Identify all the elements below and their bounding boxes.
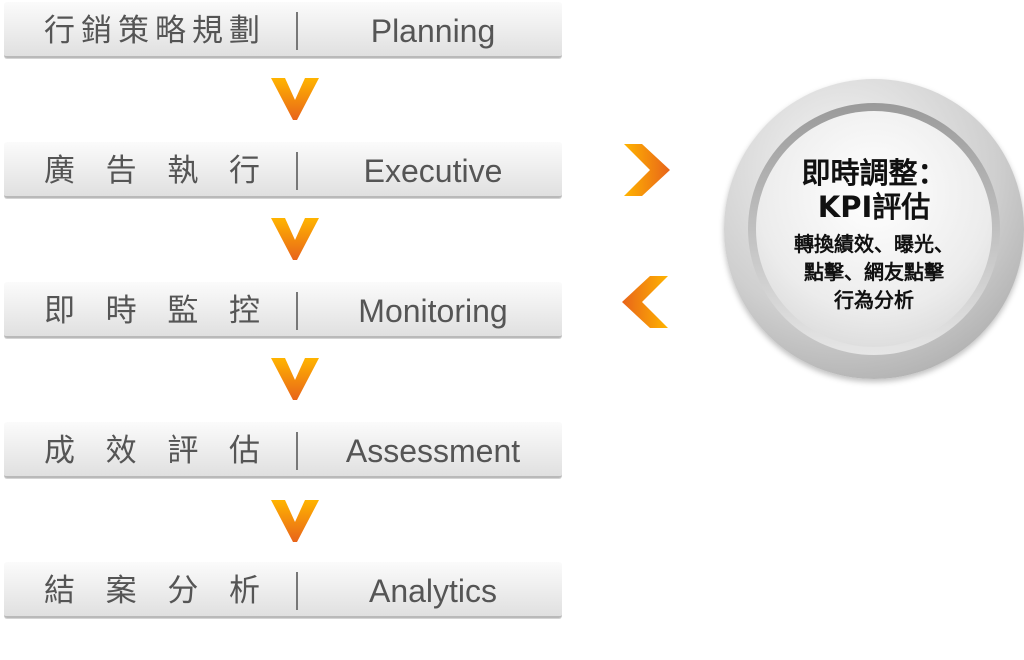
step-executive-zh-label: 廣告執行: [44, 153, 260, 189]
kpi-detail-line1: 轉換績效、曝光、: [794, 232, 954, 256]
step-monitoring: 即時監控 Monitoring: [4, 282, 562, 338]
step-separator: [296, 432, 298, 470]
step-assessment: 成效評估 Assessment: [4, 422, 562, 478]
step-separator: [296, 572, 298, 610]
step-assessment-en-label: Assessment: [345, 433, 521, 469]
step-executive: 廣告執行 Executive: [4, 142, 562, 198]
kpi-title-line1: 即時調整：: [801, 156, 947, 190]
kpi-adjustment-circle: 即時調整： KPI評估 轉換績效、曝光、 點擊、網友點擊 行為分析: [724, 79, 1024, 379]
kpi-detail-line3: 行為分析: [834, 288, 914, 312]
step-separator: [296, 12, 298, 50]
step-analytics-zh-label: 結案分析: [44, 573, 260, 609]
kpi-title-line2: KPI評估: [817, 190, 931, 224]
step-monitoring-en-label: Monitoring: [358, 293, 508, 329]
step-monitoring-zh-label: 即時監控: [44, 293, 260, 329]
kpi-detail-line2: 點擊、網友點擊: [804, 260, 944, 284]
chevron-down-icon: [271, 500, 319, 542]
chevron-down-icon: [271, 218, 319, 260]
step-planning: 行銷策略規劃 Planning: [4, 2, 562, 58]
chevron-down-icon: [271, 358, 319, 400]
kpi-circle-face: 即時調整： KPI評估 轉換績效、曝光、 點擊、網友點擊 行為分析: [756, 111, 992, 347]
kpi-circle-ring: 即時調整： KPI評估 轉換績效、曝光、 點擊、網友點擊 行為分析: [748, 103, 1000, 355]
chevron-down-icon: [271, 78, 319, 120]
step-executive-en-label: Executive: [363, 153, 503, 189]
step-analytics: 結案分析 Analytics: [4, 562, 562, 618]
step-separator: [296, 292, 298, 330]
step-planning-en-label: Planning: [370, 13, 496, 49]
step-analytics-en-label: Analytics: [368, 573, 498, 609]
step-planning-zh-label: 行銷策略規劃: [44, 13, 260, 49]
chevron-left-icon: [622, 276, 668, 328]
chevron-right-icon: [624, 144, 670, 196]
step-assessment-zh-label: 成效評估: [44, 433, 260, 469]
step-separator: [296, 152, 298, 190]
